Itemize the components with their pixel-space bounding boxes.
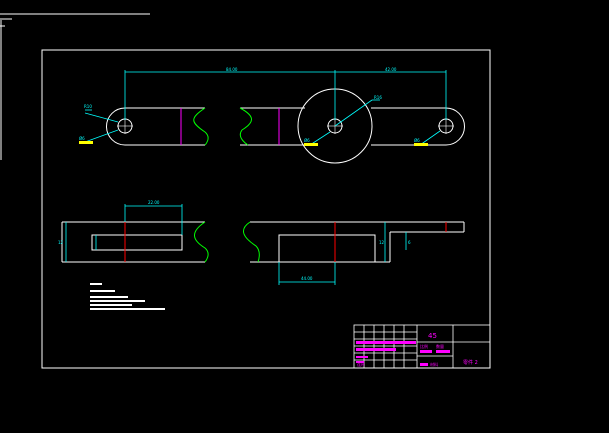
dim-width-bottom: 44.00	[301, 276, 313, 281]
label-height-right: 12	[379, 240, 385, 245]
bottom-view: 22.00 44.00 12 12 6	[58, 200, 465, 285]
label-radius: R10	[84, 104, 92, 109]
top-view: 84.00 42.00 R10 R16 Ø6 Ø6 Ø6	[79, 67, 465, 164]
left-link-outline	[106, 107, 205, 146]
label-center-radius: R16	[374, 95, 382, 100]
break-lines-top	[193, 107, 252, 146]
hole-callouts	[79, 141, 428, 146]
title-material: 45	[428, 332, 437, 340]
bottom-right-outline	[250, 221, 465, 263]
drawing-frame	[41, 49, 491, 369]
title-block	[353, 324, 491, 369]
right-link-outline	[240, 88, 465, 164]
bottom-left-outline	[61, 221, 205, 263]
title-drawing-number: 零件 2	[463, 359, 478, 366]
technical-notes	[90, 283, 165, 310]
dimensions-top	[84, 70, 447, 146]
label-hole-left: Ø6	[79, 136, 85, 141]
title-row-label-2: 数量	[436, 343, 444, 349]
title-block-fill	[356, 341, 450, 366]
dim-right-length: 42.00	[385, 67, 397, 72]
dim-overall-length: 84.00	[226, 67, 238, 72]
title-drawing-name: 连杆	[357, 361, 365, 367]
title-row-label-3: 材料	[430, 361, 438, 367]
break-lines-bottom	[194, 221, 260, 263]
label-hole-center: Ø6	[304, 138, 310, 143]
title-row-label-1: 比例	[420, 343, 428, 349]
center-lines-top	[117, 118, 454, 134]
dim-width-top: 22.00	[148, 200, 160, 205]
label-small-dim: 6	[408, 240, 411, 245]
command-line-remnant	[0, 13, 150, 160]
dimensions-bottom	[65, 204, 407, 285]
label-hole-right: Ø6	[414, 138, 420, 143]
label-height-left: 12	[58, 240, 64, 245]
